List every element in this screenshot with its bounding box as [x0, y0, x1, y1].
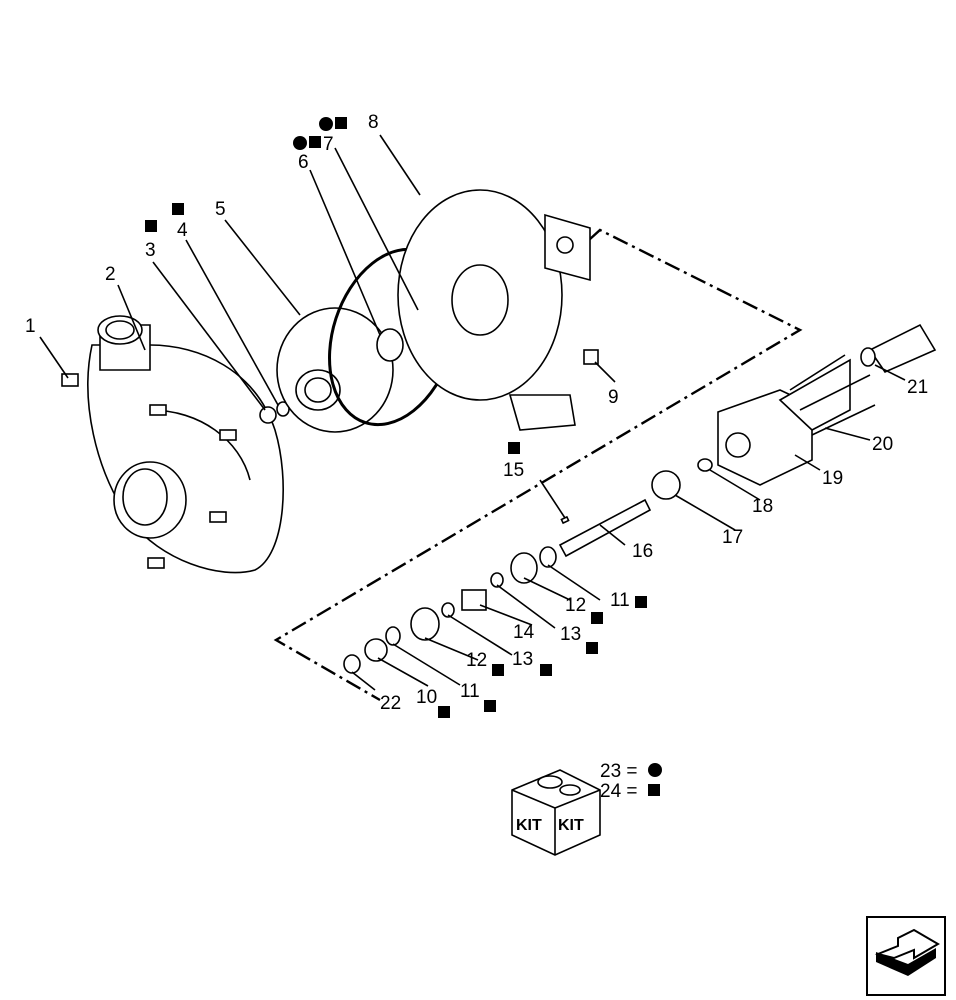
callout-19: 19 — [822, 468, 843, 489]
impeller — [276, 307, 394, 433]
leader-lines — [39, 134, 906, 691]
callout-4: 4 — [177, 220, 188, 241]
bolt-9 — [583, 349, 599, 365]
callout-13-lower: 13 — [512, 649, 533, 670]
callout-8: 8 — [368, 112, 379, 133]
legend-circle-symbol — [648, 763, 662, 777]
callout-17: 17 — [722, 527, 743, 548]
callout-11-upper: 11 — [610, 590, 630, 611]
callout-13-upper: 13 — [560, 624, 581, 645]
callout-2: 2 — [105, 264, 116, 285]
next-page-arrow-icon — [874, 928, 940, 976]
callout-12-upper: 12 — [565, 595, 586, 616]
callout-labels: 1 2 3 4 5 6 7 8 9 10 11 11 12 12 13 13 1… — [25, 112, 928, 714]
fitting — [860, 323, 937, 374]
callout-18: 18 — [752, 496, 773, 517]
callout-6: 6 — [298, 152, 309, 173]
studs — [789, 354, 876, 436]
kit-legend: KIT KIT 23 = 24 = — [511, 761, 662, 856]
callout-20: 20 — [872, 434, 893, 455]
callout-1: 1 — [25, 316, 36, 337]
callout-15: 15 — [503, 460, 524, 481]
callout-3: 3 — [145, 240, 156, 261]
pump-casing — [61, 315, 284, 574]
callout-5: 5 — [215, 199, 226, 220]
callout-12-lower: 12 — [466, 650, 487, 671]
assembly-boundary — [273, 228, 803, 702]
callout-7: 7 — [323, 134, 334, 155]
next-page-button[interactable] — [866, 916, 946, 996]
legend-23: 23 = — [600, 761, 638, 782]
nut-3 — [259, 406, 277, 424]
adapter-bracket — [397, 189, 591, 431]
hydraulic-motor — [717, 358, 851, 486]
callout-9: 9 — [608, 387, 619, 408]
callout-10: 10 — [416, 687, 437, 708]
callout-11-lower: 11 — [460, 681, 480, 702]
legend-square-symbol — [648, 784, 660, 796]
kit-box-label-right: KIT — [558, 817, 584, 834]
callout-22: 22 — [380, 693, 401, 714]
callout-14: 14 — [513, 622, 535, 643]
kit-markers — [145, 117, 647, 718]
kit-box-label-left: KIT — [516, 817, 542, 834]
callout-21: 21 — [907, 377, 928, 398]
callout-16: 16 — [632, 541, 653, 562]
legend-24: 24 = — [600, 781, 638, 802]
